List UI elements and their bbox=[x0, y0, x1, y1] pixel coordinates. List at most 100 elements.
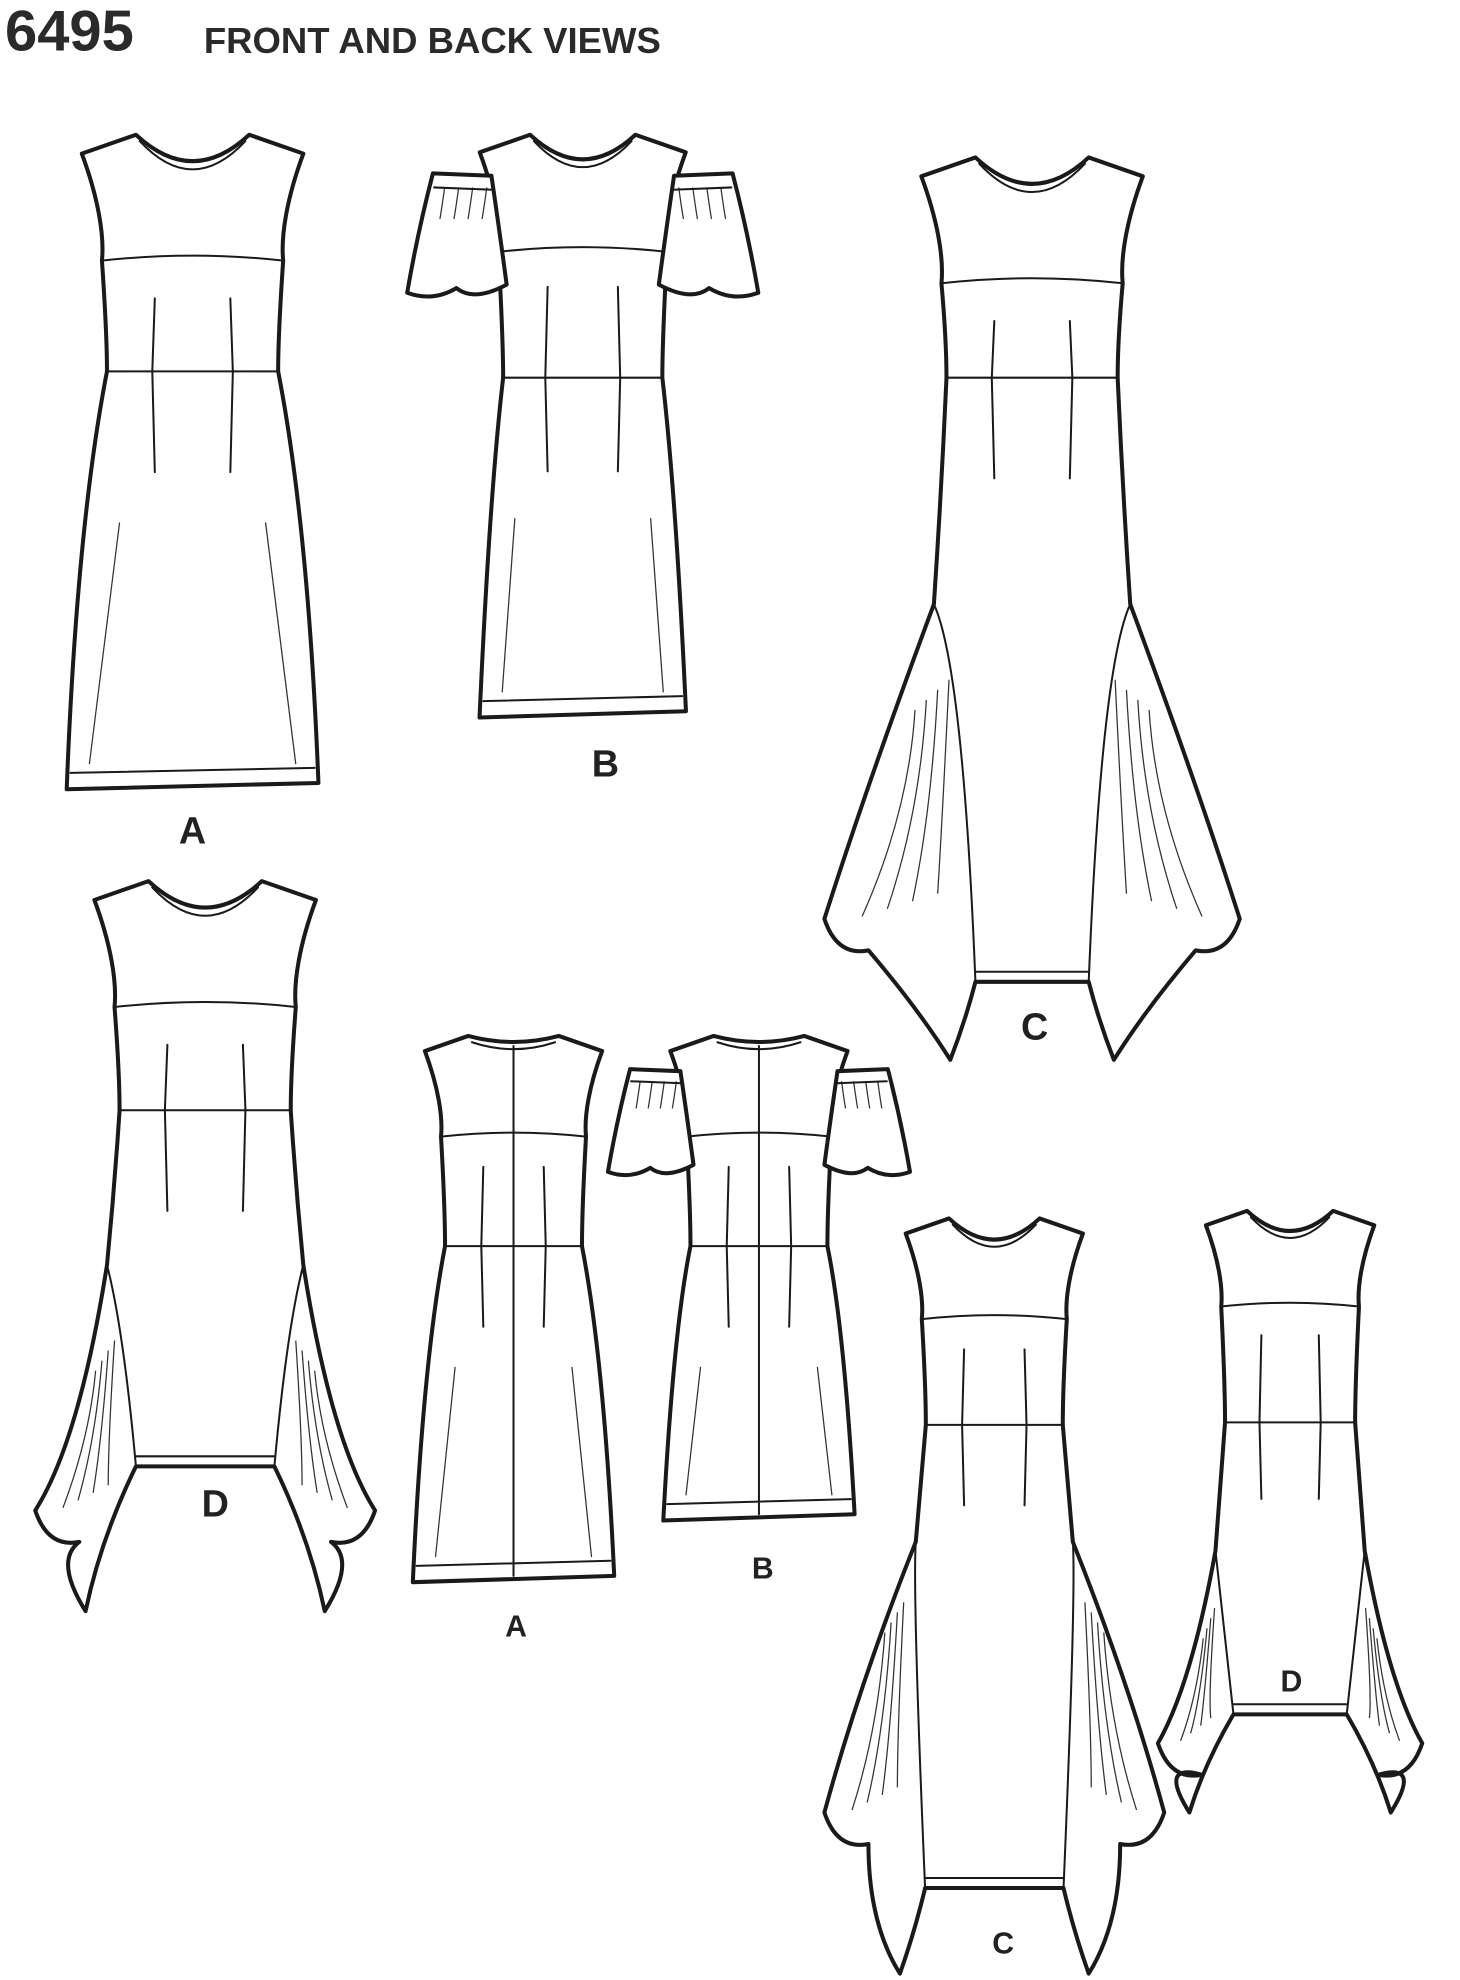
skirt-dart bbox=[480, 1245, 485, 1328]
yoke-seam bbox=[920, 1314, 1068, 1321]
fold-line bbox=[571, 1366, 593, 1558]
bodice-dart bbox=[229, 297, 234, 373]
front-view-c-label: C bbox=[1021, 1006, 1048, 1048]
skirt-dart bbox=[1023, 1423, 1028, 1507]
hem-stitching bbox=[482, 695, 684, 703]
drape-fold-line bbox=[1114, 679, 1128, 894]
bodice-dart bbox=[480, 1165, 485, 1248]
neck-binding bbox=[1249, 1216, 1331, 1239]
drape-fold-line bbox=[1179, 1638, 1204, 1741]
skirt-dart bbox=[544, 376, 549, 473]
skirt-dart bbox=[961, 1423, 966, 1507]
skirt-dart bbox=[990, 376, 996, 480]
page-title: FRONT AND BACK VIEWS bbox=[204, 20, 661, 61]
back-view-d bbox=[1155, 1208, 1425, 1815]
gather-line bbox=[692, 187, 699, 220]
drape-fold-line bbox=[77, 1360, 103, 1501]
drape-fold-line bbox=[1096, 1622, 1123, 1803]
dress-outline bbox=[1155, 1208, 1425, 1815]
drape-fold-line bbox=[1137, 699, 1178, 910]
elastic-casing bbox=[671, 186, 733, 191]
back-view-c bbox=[822, 1216, 1167, 1976]
bodice-dart bbox=[1258, 1334, 1263, 1424]
front-view-a-label: A bbox=[179, 809, 206, 851]
skirt-dart bbox=[241, 1109, 247, 1212]
bodice-dart bbox=[788, 1165, 793, 1248]
back-view-d-label: D bbox=[1280, 1666, 1302, 1699]
back-view-b-label: B bbox=[752, 1552, 774, 1585]
hem-stitching bbox=[69, 766, 316, 774]
gather-line bbox=[877, 1081, 883, 1109]
skirt-dart bbox=[616, 376, 622, 473]
skirt-dart bbox=[1068, 376, 1074, 480]
drape-fold-line bbox=[1372, 1628, 1391, 1734]
skirt-dart bbox=[151, 370, 156, 474]
front-view-c bbox=[822, 155, 1242, 1062]
elastic-casing bbox=[433, 186, 494, 191]
yoke-seam bbox=[940, 277, 1124, 285]
drape-fold-line bbox=[1190, 1628, 1208, 1734]
skirt-dart bbox=[163, 1109, 169, 1212]
godet-seam bbox=[1062, 1540, 1075, 1890]
bodice-dart bbox=[1023, 1348, 1028, 1426]
drape-fold-line bbox=[896, 1602, 905, 1788]
drape-fold-line bbox=[1209, 1608, 1216, 1719]
godet-seam bbox=[1214, 1549, 1235, 1716]
yoke-seam bbox=[100, 254, 285, 262]
gather-line bbox=[439, 187, 446, 220]
bodice-dart bbox=[961, 1348, 966, 1426]
skirt-dart bbox=[1258, 1421, 1263, 1500]
elastic-casing bbox=[630, 1080, 683, 1085]
drape-fold-line bbox=[307, 1360, 333, 1501]
drape-fold-line bbox=[851, 1632, 886, 1811]
gather-line bbox=[852, 1081, 859, 1109]
fold-line bbox=[501, 518, 516, 693]
drape-fold-line bbox=[107, 1340, 116, 1486]
bodice-dart bbox=[241, 1043, 247, 1112]
fold-line bbox=[650, 518, 664, 693]
drape-fold-line bbox=[886, 699, 927, 910]
back-view-a bbox=[410, 1033, 617, 1585]
gather-line bbox=[453, 187, 460, 220]
godet-seam bbox=[1087, 603, 1132, 983]
dress-figures bbox=[33, 132, 1425, 1976]
bodice-dart bbox=[151, 297, 156, 373]
fold-line bbox=[816, 1366, 833, 1496]
drape-fold-line bbox=[1125, 689, 1153, 902]
dress-outline bbox=[477, 132, 688, 720]
bodice-dart bbox=[542, 1165, 547, 1248]
drape-fold-line bbox=[1376, 1638, 1401, 1741]
back-view-a-label: A bbox=[505, 1610, 527, 1643]
front-view-b-label: B bbox=[592, 743, 619, 785]
gather-line bbox=[659, 1081, 665, 1109]
flutter-sleeve bbox=[656, 171, 761, 299]
drape-fold-line bbox=[866, 1622, 892, 1803]
neck-binding bbox=[532, 140, 633, 169]
gather-line bbox=[706, 187, 713, 220]
neck-binding bbox=[978, 162, 1086, 194]
front-view-b bbox=[405, 132, 761, 720]
gather-line bbox=[720, 187, 727, 220]
bodice-dart bbox=[725, 1165, 730, 1248]
dress-outline bbox=[822, 1216, 1167, 1976]
drape-fold-line bbox=[1084, 1602, 1092, 1788]
fold-line bbox=[685, 1366, 702, 1496]
skirt-dart bbox=[725, 1245, 730, 1328]
godet-seam bbox=[273, 1264, 305, 1468]
drape-fold-line bbox=[1364, 1608, 1371, 1719]
godet-seam bbox=[105, 1264, 137, 1468]
neck-binding bbox=[138, 140, 247, 171]
front-view-d bbox=[33, 879, 378, 1614]
drape-fold-line bbox=[881, 1612, 899, 1795]
hem-stitching bbox=[415, 1559, 612, 1567]
hem-stitching bbox=[666, 1498, 852, 1506]
dress-outline bbox=[822, 155, 1242, 1062]
fold-line bbox=[434, 1366, 456, 1558]
gather-line bbox=[647, 1081, 653, 1109]
drape-fold-line bbox=[1090, 1612, 1107, 1795]
gather-line bbox=[635, 1081, 641, 1109]
front-view-a bbox=[64, 132, 321, 792]
flutter-sleeve bbox=[822, 1067, 912, 1178]
drape-fold-line bbox=[92, 1350, 109, 1493]
